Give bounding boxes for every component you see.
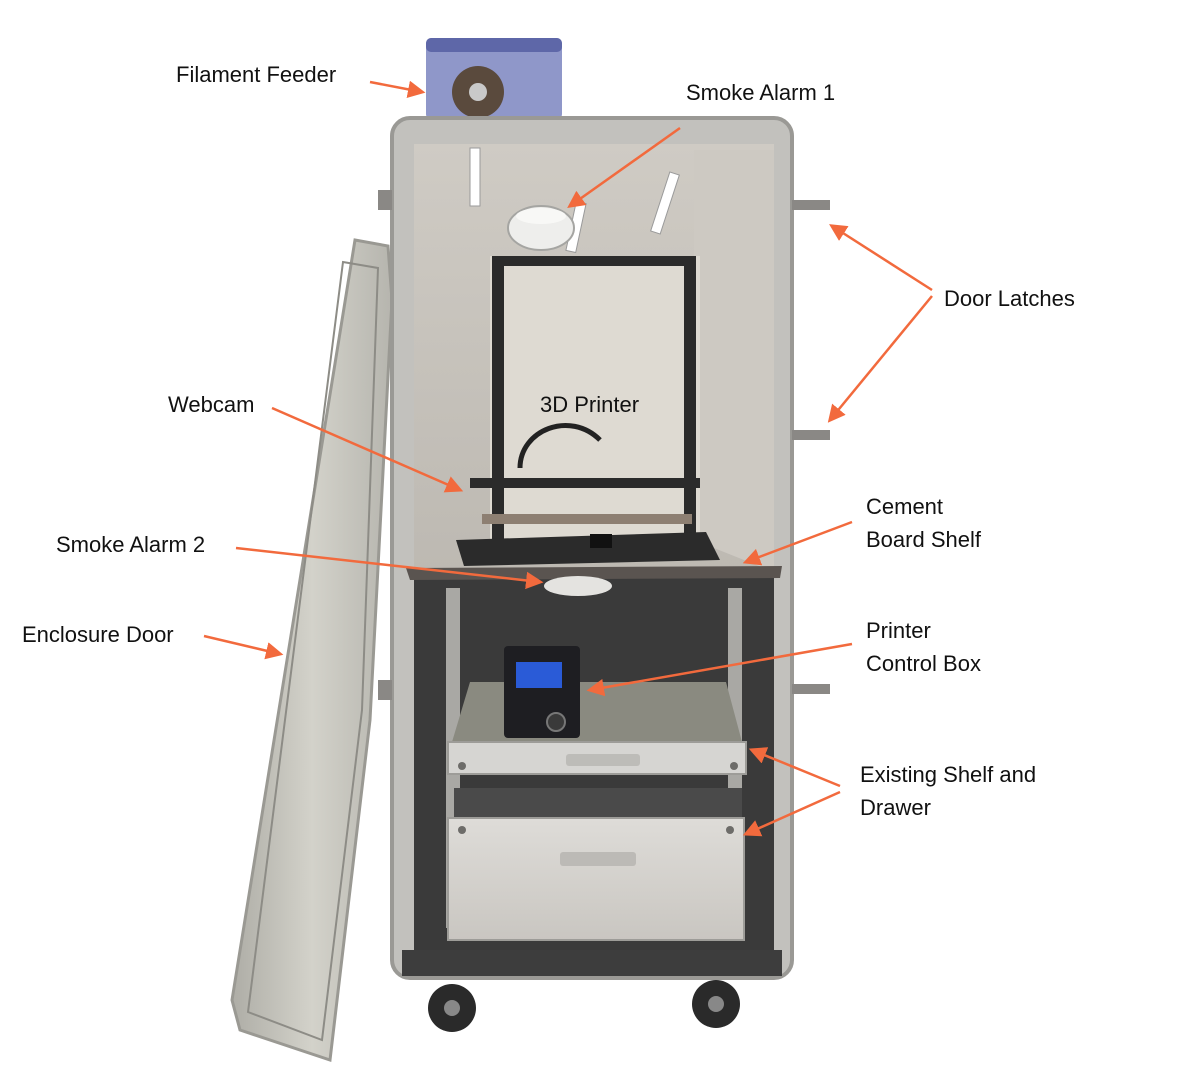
arrow-existing-shelf — [748, 747, 841, 788]
arrow-webcam — [271, 406, 464, 493]
arrow-door-latch-lower — [827, 295, 933, 423]
3d-printer — [456, 256, 720, 566]
arrow-printer-control-box — [586, 642, 853, 697]
cabinet-base-wheels — [402, 950, 782, 1032]
label-printer-control-box-line-2: Control Box — [866, 651, 981, 676]
arrow-existing-drawer — [742, 790, 841, 837]
label-printer-control-box-line-1: Printer — [866, 618, 931, 643]
door-latch-icons — [378, 190, 830, 700]
label-filament-feeder: Filament Feeder — [176, 62, 337, 87]
filament-feeder-bin — [426, 38, 562, 120]
arrow-cement-board-shelf — [742, 520, 853, 566]
printer-control-box — [504, 646, 580, 738]
existing-shelf — [447, 682, 747, 775]
label-printer-control-box: Printer Control Box — [866, 614, 981, 680]
enclosure-door-panel — [230, 238, 394, 1063]
label-cement-board-shelf: Cement Board Shelf — [866, 490, 981, 556]
label-webcam: Webcam — [168, 392, 255, 417]
arrow-smoke-alarm-2 — [235, 546, 544, 590]
arrow-enclosure-door — [203, 634, 284, 660]
led-light-strips — [469, 147, 680, 254]
label-enclosure-door: Enclosure Door — [22, 622, 174, 647]
label-door-latches: Door Latches — [944, 286, 1075, 311]
label-existing-shelf-drawer-line-2: Drawer — [860, 795, 931, 820]
annotation-arrows — [203, 80, 933, 837]
arrow-door-latch-upper — [829, 224, 933, 292]
label-existing-shelf-drawer-line-1: Existing Shelf and — [860, 762, 1037, 787]
label-existing-shelf-drawer: Existing Shelf and Drawer — [860, 758, 1036, 824]
label-smoke-alarm-2: Smoke Alarm 2 — [56, 532, 206, 557]
label-cement-board-shelf-line-1: Cement — [866, 494, 944, 519]
drawer — [447, 788, 745, 941]
label-cement-board-shelf-line-2: Board Shelf — [866, 527, 981, 552]
arrow-smoke-alarm-1 — [567, 126, 681, 209]
smoke-alarm-2-device — [544, 576, 612, 596]
label-3d-printer: 3D Printer — [540, 392, 640, 417]
label-smoke-alarm-1: Smoke Alarm 1 — [686, 80, 836, 105]
smoke-alarm-1-device — [507, 205, 575, 251]
arrow-filament-feeder — [369, 80, 426, 98]
